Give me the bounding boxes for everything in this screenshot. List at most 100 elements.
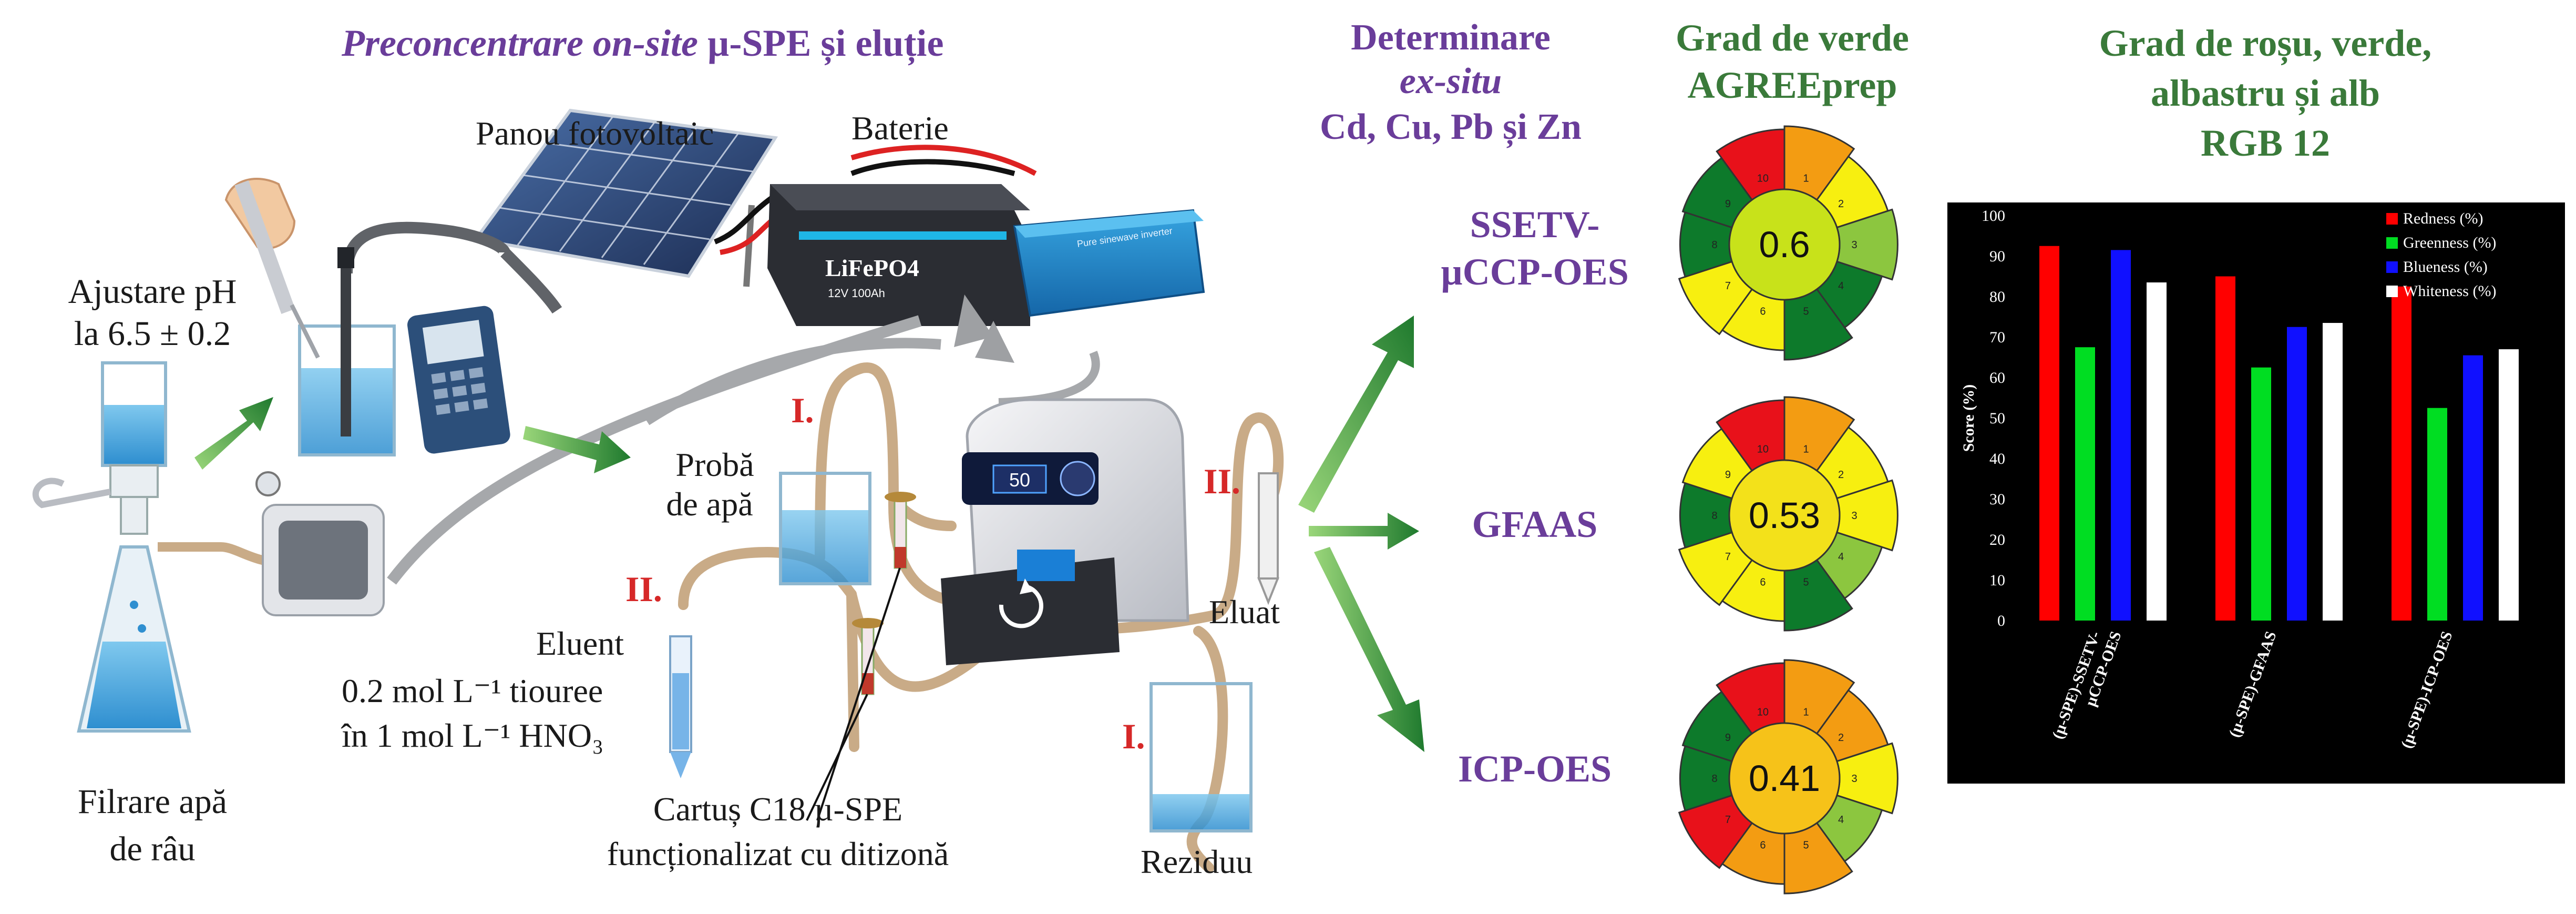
eluate-tube-illustration [1257, 472, 1279, 605]
mark-II-eluent: II. [625, 569, 662, 609]
mark-I-waste: I. [1122, 716, 1145, 756]
label-cartus-2: funcționalizat cu ditizonă [607, 835, 949, 872]
determinare-line3: Cd, Cu, Pb și Zn [1320, 107, 1582, 147]
agree-title-1: Grad de verde [1676, 17, 1909, 59]
agree-segment-number: 5 [1803, 306, 1809, 317]
battery-brand: LiFePO4 [825, 255, 919, 281]
black-cable [714, 195, 774, 245]
bar-redness-cat-1 [2215, 276, 2235, 621]
green-arrow-to-spe [523, 426, 631, 473]
red-cable-2 [850, 145, 1037, 176]
label-filtrare-1: Filrare apă [77, 783, 227, 821]
black-cable-2 [850, 159, 1015, 176]
agree-segment-number: 4 [1838, 551, 1844, 563]
inverter-illustration: Pure sinewave inverter [1013, 209, 1205, 317]
y-tick-label: 100 [1982, 207, 2005, 225]
agree-segment-number: 9 [1725, 732, 1731, 744]
green-arrow-method-3 [1314, 547, 1424, 752]
label-reziduu: Reziduu [1141, 843, 1253, 880]
agree-segment-number: 5 [1803, 839, 1809, 851]
ph-probe-cable [341, 221, 510, 274]
pump-display-value: 50 [1009, 469, 1030, 491]
label-eluent: Eluent [536, 625, 624, 662]
agree-segment-number: 10 [1757, 444, 1769, 455]
agree-segment-number: 9 [1725, 198, 1731, 210]
agree-segment-number: 3 [1851, 239, 1857, 251]
legend-label: Whiteness (%) [2403, 282, 2496, 300]
bar-greenness-cat-0 [2075, 347, 2095, 621]
label-eluent-concentration: 0.2 mol L⁻¹ tiouree [342, 672, 603, 709]
pointer-line-2 [816, 567, 901, 821]
label-ajustare-ph-1: Ajustare pH [68, 272, 237, 311]
legend-swatch [2386, 213, 2398, 225]
agree-segment-number: 9 [1725, 469, 1731, 481]
legend-label: Blueness (%) [2403, 258, 2488, 276]
rgb-title-3: RGB 12 [2200, 122, 2331, 164]
y-tick-label: 10 [1989, 572, 2005, 589]
rgb-title-1: Grad de roșu, verde, [2099, 22, 2432, 64]
label-filtrare-2: de râu [109, 830, 196, 868]
agree-segment-number: 2 [1838, 198, 1844, 210]
y-tick-label: 0 [1997, 612, 2005, 629]
bar-greenness-cat-1 [2251, 367, 2271, 621]
agree-score: 0.53 [1749, 495, 1820, 536]
bar-whiteness-cat-0 [2147, 282, 2167, 621]
bar-redness-cat-2 [2392, 286, 2411, 621]
agree-segment-number: 6 [1760, 306, 1766, 317]
agree-segment-number: 10 [1757, 707, 1769, 718]
green-arrow-method-1 [1298, 316, 1414, 513]
method-3: ICP-OES [1458, 748, 1612, 790]
label-panou: Panou fotovoltaic [476, 115, 714, 152]
bar-redness-cat-0 [2039, 246, 2059, 621]
agree-segment-number: 10 [1757, 173, 1769, 185]
mark-II-eluate: II. [1204, 461, 1240, 501]
green-arrow-to-ph [194, 397, 273, 470]
filtration-apparatus-illustration [32, 361, 284, 733]
determinare-line2: ex-situ [1399, 61, 1502, 101]
water-sample-beaker-illustration [779, 472, 871, 585]
y-tick-label: 30 [1989, 491, 2005, 508]
legend-label: Greenness (%) [2403, 234, 2496, 251]
grey-arrow-head-1 [954, 294, 993, 347]
agree-segment-number: 7 [1725, 551, 1731, 563]
agree-segment-number: 5 [1803, 576, 1809, 588]
green-arrow-method-2 [1309, 513, 1419, 550]
battery-spec: 12V 100Ah [828, 287, 885, 300]
y-tick-label: 90 [1989, 248, 2005, 265]
agree-segment-number: 2 [1838, 732, 1844, 744]
label-baterie: Baterie [851, 109, 949, 147]
label-proba-1: Probă [675, 446, 754, 483]
spe-cartridge-1 [885, 492, 916, 569]
agree-center-circle [1728, 188, 1841, 301]
solar-panel-illustration [473, 108, 778, 287]
preconc-title-rest: µ-SPE și eluție [707, 22, 944, 64]
label-ajustare-ph-2: la 6.5 ± 0.2 [74, 314, 231, 353]
legend-swatch [2386, 261, 2398, 273]
ph-meter-illustration [407, 306, 510, 454]
method-1-line2: µCCP-OES [1441, 251, 1629, 293]
peristaltic-pump-illustration: 50 [941, 398, 1189, 665]
waste-beaker-illustration [1150, 682, 1253, 832]
agree-center-circle [1728, 459, 1841, 572]
agree-segment-number: 4 [1838, 280, 1844, 292]
agree-segment-number: 3 [1851, 510, 1857, 522]
agree-segment-number: 1 [1803, 444, 1809, 455]
y-tick-label: 40 [1989, 450, 2005, 468]
y-tick-label: 20 [1989, 531, 2005, 549]
pipette-hand-illustration [224, 178, 320, 359]
agree-segment-number: 2 [1838, 469, 1844, 481]
power-line-2 [643, 338, 941, 425]
vacuum-pump-illustration [255, 471, 385, 616]
agree-segment-number: 8 [1711, 239, 1717, 251]
agree-score: 0.6 [1759, 224, 1810, 265]
agree-segment-number: 4 [1838, 814, 1844, 826]
ph-beaker-illustration [298, 247, 396, 456]
label-cartus-1: Cartuș C18 µ-SPE [653, 790, 903, 828]
agree-segment-number: 8 [1711, 773, 1717, 785]
y-tick-label: 60 [1989, 369, 2005, 387]
rgb-title-2: albastru și alb [2150, 72, 2380, 114]
